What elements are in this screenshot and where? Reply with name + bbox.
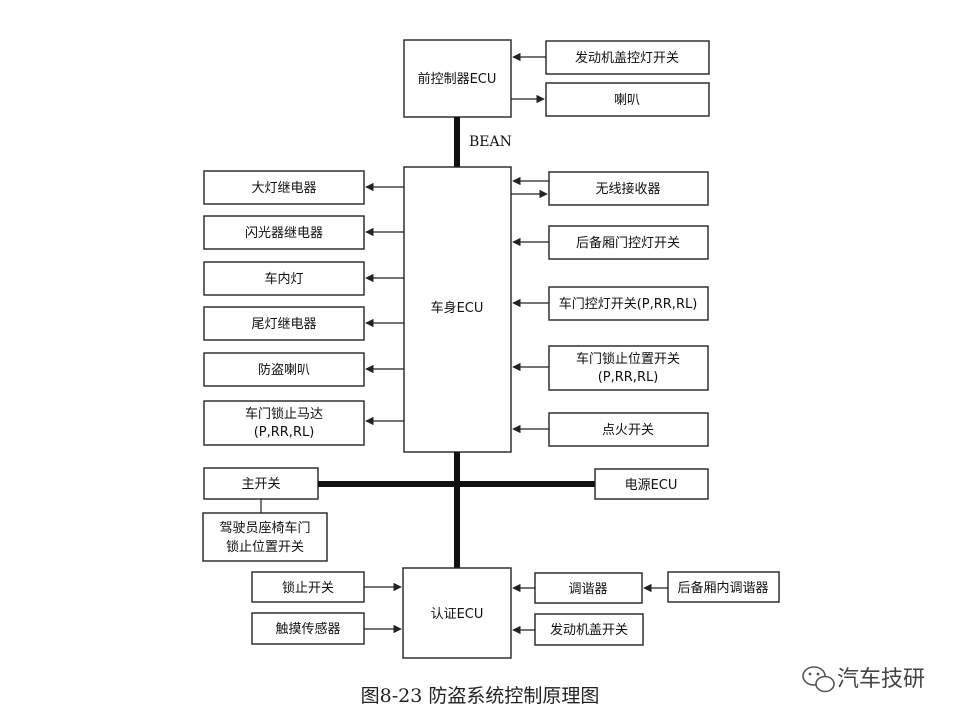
interior-light-label: 车内灯 [264, 271, 303, 287]
hood-courtesy-switch-label: 发动机盖控灯开关 [575, 50, 679, 66]
lock-switch-label: 锁止开关 [282, 580, 334, 596]
bean-bus-label: BEAN [469, 134, 512, 150]
door-courtesy-switch-box [548, 286, 709, 321]
trunk-courtesy-switch-label: 后备厢门控灯开关 [576, 235, 680, 251]
watermark-text: 汽车技研 [837, 667, 925, 692]
ignition-switch-box [548, 412, 709, 447]
door-lock-position-switch-sublabel: (P,RR,RL) [598, 370, 659, 385]
tuner-label: 调谐器 [568, 582, 607, 597]
door-lock-position-switch-label: 车门锁止位置开关 [576, 351, 680, 367]
hood-courtesy-switch-box [545, 40, 710, 75]
driver-door-lock-switch-sublabel: 锁止位置开关 [226, 539, 304, 555]
wireless-receiver-label: 无线接收器 [595, 181, 660, 197]
body-ecu-label: 车身ECU [431, 300, 484, 316]
hood-switch-box [534, 613, 644, 646]
power-ecu-box [594, 468, 709, 500]
touch-sensor-box [251, 612, 365, 645]
security-horn-box [203, 352, 365, 387]
hood-switch-label: 发动机盖开关 [550, 622, 628, 638]
door-courtesy-switch-label: 车门控灯开关(P,RR,RL) [559, 296, 698, 312]
wechat-icon [802, 666, 835, 693]
lock-switch-box [251, 571, 365, 603]
touch-sensor-label: 触摸传感器 [275, 621, 340, 637]
driver-door-lock-switch-label: 驾驶员座椅车门 [219, 520, 310, 536]
tuner-box [534, 572, 643, 604]
body-ecu-box [403, 166, 512, 453]
ignition-switch-label: 点火开关 [602, 423, 654, 438]
trunk-tuner-label: 后备厢内调谐器 [677, 580, 768, 596]
door-lock-position-switch-box [548, 345, 709, 391]
flasher-relay-label: 闪光器继电器 [245, 226, 323, 241]
flasher-relay-box [203, 215, 365, 250]
interior-light-box [203, 261, 365, 296]
front-ecu-box [403, 39, 512, 118]
wireless-receiver-box [548, 171, 709, 206]
door-lock-motor-box [203, 400, 365, 446]
security-horn-label: 防盗喇叭 [258, 362, 310, 378]
door-lock-motor-sublabel: (P,RR,RL) [254, 425, 315, 440]
auth-ecu-box [402, 567, 512, 659]
auth-ecu-label: 认证ECU [431, 607, 484, 622]
main-switch-box [203, 467, 319, 500]
power-ecu-label: 电源ECU [625, 478, 678, 493]
taillight-relay-label: 尾灯继电器 [251, 317, 316, 332]
driver-door-lock-switch-box [202, 512, 328, 562]
headlight-relay-box [203, 170, 365, 205]
trunk-tuner-box [667, 571, 780, 603]
figure-caption: 图8-23 防盗系统控制原理图 [361, 685, 600, 707]
front-ecu-label: 前控制器ECU [418, 71, 497, 87]
headlight-relay-label: 大灯继电器 [251, 181, 316, 196]
door-lock-motor-label: 车门锁止马达 [245, 406, 323, 422]
horn-box [545, 82, 710, 117]
trunk-courtesy-switch-box [548, 225, 709, 260]
taillight-relay-box [203, 306, 365, 341]
horn-label: 喇叭 [614, 93, 640, 108]
main-switch-label: 主开关 [241, 477, 280, 492]
